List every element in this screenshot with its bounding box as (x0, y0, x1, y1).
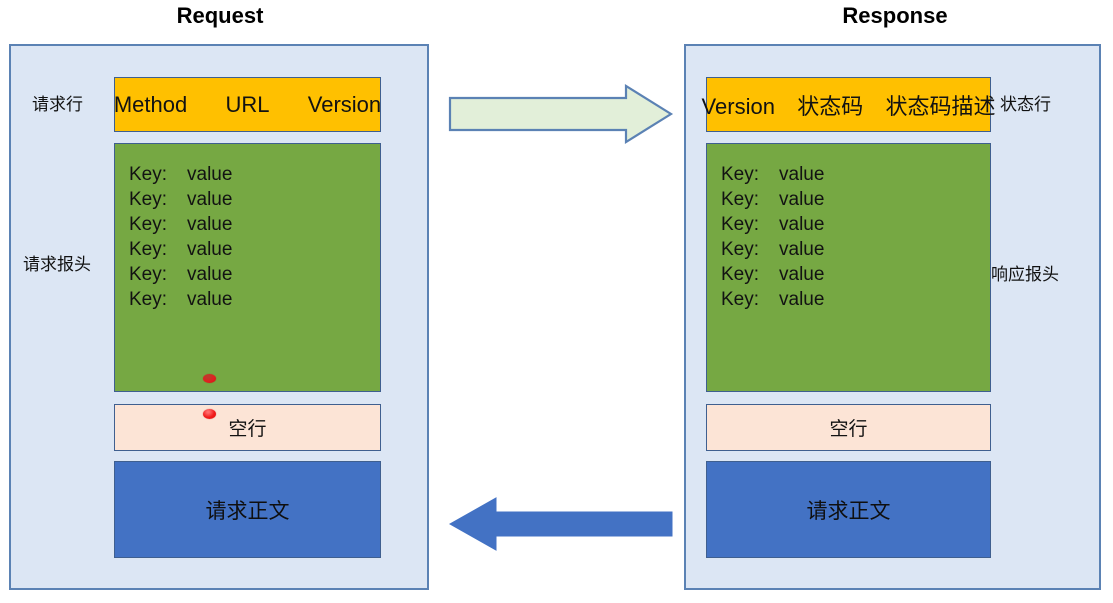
header-row: Key: value (129, 262, 380, 287)
header-key: Key: (721, 189, 760, 210)
response-body-box: 请求正文 (706, 461, 991, 558)
header-value: value (187, 264, 233, 285)
header-key: Key: (721, 289, 760, 310)
header-value: value (187, 289, 233, 310)
header-row: Key: value (721, 162, 990, 187)
header-key: Key: (721, 164, 760, 185)
header-key: Key: (129, 239, 168, 260)
request-start-line-label: 请求行 (32, 95, 83, 114)
request-title: Request (176, 3, 264, 28)
header-value: value (187, 239, 233, 260)
header-row: Key: value (721, 287, 990, 312)
response-title: Response (842, 3, 948, 28)
request-url: URL (225, 91, 270, 117)
header-value: value (187, 214, 233, 235)
response-status-code: 状态码 (797, 93, 864, 119)
response-body-text: 请求正文 (806, 499, 891, 523)
header-key: Key: (129, 214, 168, 235)
request-start-line-text: Method URL Version (114, 92, 381, 118)
request-empty-line-box: 空行 (114, 404, 381, 451)
header-row: Key: value (129, 287, 380, 312)
response-headers-label: 响应报头 (991, 265, 1059, 284)
header-key: Key: (721, 264, 760, 285)
header-row: Key: value (721, 262, 990, 287)
header-key: Key: (721, 239, 760, 260)
header-row: Key: value (129, 212, 380, 237)
header-value: value (779, 189, 825, 210)
header-key: Key: (129, 189, 168, 210)
response-empty-line-box: 空行 (706, 404, 991, 451)
request-panel: 请求行 请求报头 Method URL Version Key: value Ke… (9, 44, 429, 590)
header-value: value (187, 189, 233, 210)
header-row: Key: value (721, 212, 990, 237)
request-method: Method (113, 91, 188, 117)
header-value: value (779, 164, 825, 185)
header-row: Key: value (721, 187, 990, 212)
request-body-box: 请求正文 (114, 461, 381, 558)
header-row: Key: value (129, 187, 380, 212)
request-headers-box: Key:value Key:value Key:value Key:value … (114, 143, 381, 392)
request-version: Version (307, 91, 382, 117)
header-row: Key: value (129, 162, 380, 187)
header-row: Key: value (129, 237, 380, 262)
header-value: value (779, 239, 825, 260)
response-status-line-text: Version 状态码 状态码描述 (702, 89, 996, 121)
header-value: value (187, 164, 233, 185)
header-key: Key: (721, 214, 760, 235)
response-headers-box: Key:value Key:value Key:value Key:value … (706, 143, 991, 392)
request-headers-label: 请求报头 (23, 255, 91, 274)
header-value: value (779, 264, 825, 285)
red-marker-empty-line-icon (203, 409, 216, 419)
response-panel: 状态行 响应报头 Version 状态码 状态码描述 Key: value Key… (684, 44, 1101, 590)
header-key: Key: (129, 264, 168, 285)
red-marker-headers-icon (203, 374, 216, 383)
response-status-text: 状态码描述 (885, 93, 996, 119)
header-key: Key: (129, 164, 168, 185)
request-body-text: 请求正文 (205, 499, 290, 523)
header-value: value (779, 214, 825, 235)
response-status-line-box: Version 状态码 状态码描述 (702, 77, 995, 132)
response-version: Version (701, 93, 775, 119)
header-key: Key: (129, 289, 168, 310)
request-start-line-box: Method URL Version (114, 77, 381, 132)
header-row: Key: value (721, 237, 990, 262)
request-flow-arrow-icon (448, 84, 674, 144)
header-value: value (779, 289, 825, 310)
response-start-line-label: 状态行 (1000, 95, 1051, 114)
response-flow-arrow-icon (448, 497, 673, 551)
response-empty-line-text: 空行 (829, 419, 868, 440)
request-empty-line-text: 空行 (228, 419, 267, 440)
